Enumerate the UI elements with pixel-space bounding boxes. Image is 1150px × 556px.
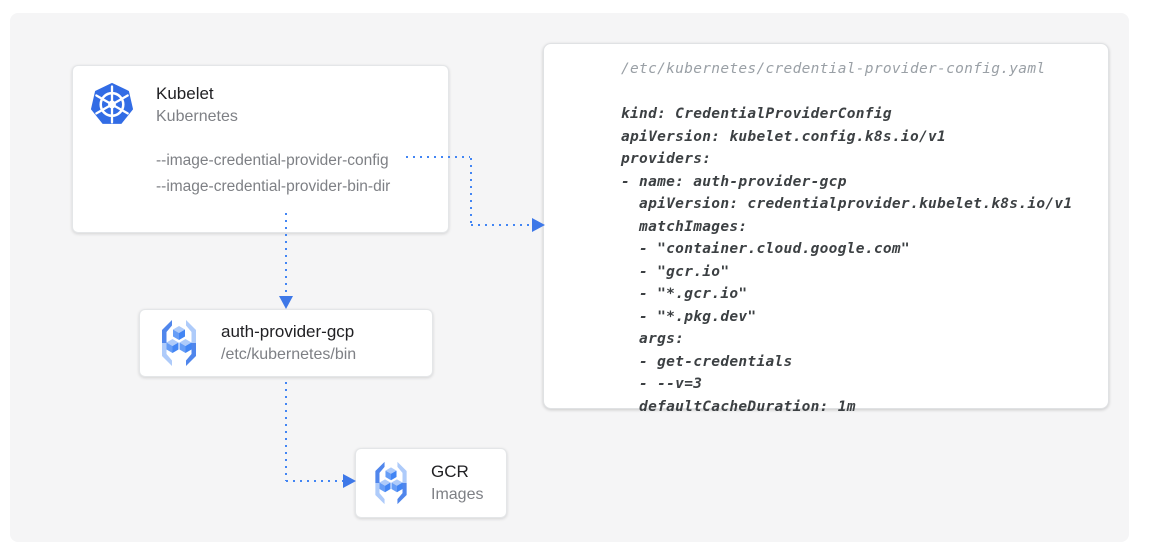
auth-subtitle: /etc/kubernetes/bin — [221, 346, 357, 363]
gcr-text-block: GCR Images — [431, 460, 483, 506]
connector-kubelet-to-auth — [285, 213, 287, 296]
arrowhead-to-gcr — [343, 474, 356, 488]
container-registry-icon — [162, 320, 196, 366]
flag-image-credential-provider-config: --image-credential-provider-config — [156, 152, 389, 169]
connector-config-to-yaml-segment2 — [470, 158, 472, 224]
kubelet-header: Kubelet Kubernetes — [73, 66, 448, 128]
config-yaml-content: kind: CredentialProviderConfig apiVersio… — [621, 106, 1073, 415]
connector-auth-to-gcr-vertical — [285, 382, 287, 481]
kubernetes-icon — [90, 82, 134, 124]
gcr-title: GCR — [431, 462, 469, 481]
credential-provider-config-panel: /etc/kubernetes/credential-provider-conf… — [543, 43, 1109, 415]
container-registry-icon — [375, 461, 407, 505]
arrowhead-to-yaml-panel — [532, 218, 545, 232]
auth-text-block: auth-provider-gcp /etc/kubernetes/bin — [221, 320, 356, 366]
kubelet-title: Kubelet — [156, 84, 214, 103]
connector-config-to-yaml-segment1 — [406, 156, 470, 158]
flag-image-credential-provider-bin-dir: --image-credential-provider-bin-dir — [156, 178, 391, 195]
config-file-path: /etc/kubernetes/credential-provider-conf… — [621, 61, 1046, 77]
auth-provider-gcp-node: auth-provider-gcp /etc/kubernetes/bin — [139, 309, 433, 377]
arrowhead-to-auth-provider — [279, 296, 293, 309]
kubelet-node: Kubelet Kubernetes --image-credential-pr… — [72, 65, 449, 233]
kubelet-subtitle: Kubernetes — [156, 108, 238, 125]
kubelet-text-block: Kubelet Kubernetes — [156, 81, 238, 128]
auth-title: auth-provider-gcp — [221, 322, 355, 341]
kubelet-flags: --image-credential-provider-config --ima… — [156, 148, 448, 200]
gcr-node: GCR Images — [355, 448, 507, 518]
gcr-subtitle: Images — [431, 486, 484, 503]
connector-config-to-yaml-segment3 — [471, 224, 532, 226]
connector-auth-to-gcr-horizontal — [286, 480, 343, 482]
